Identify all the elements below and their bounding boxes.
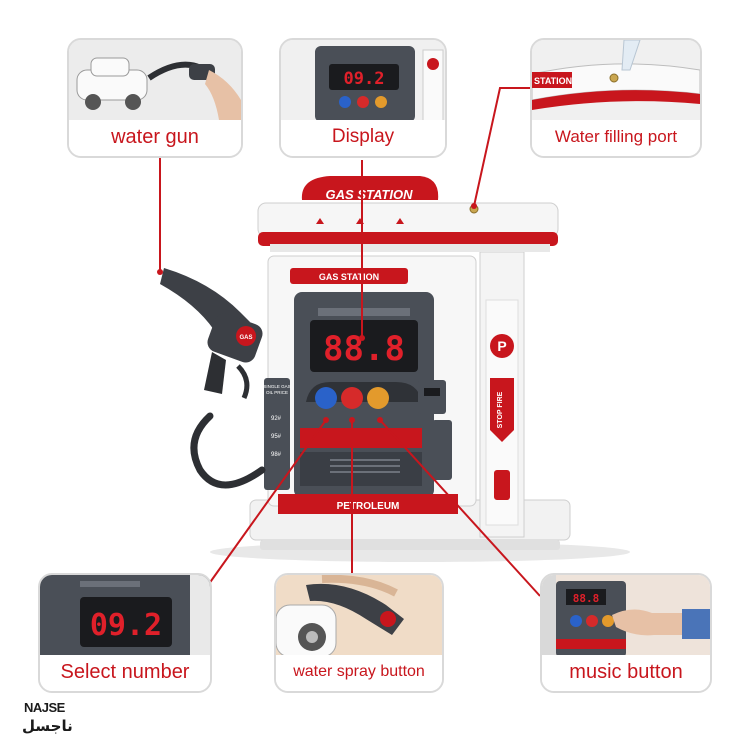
canopy-sign-text: GAS STATION: [326, 187, 414, 202]
grade-label-92: 92#: [271, 416, 282, 422]
pointer-dots: [157, 203, 477, 423]
canopy-sign: [301, 176, 439, 200]
side-panel-line-2: OIL PRICE: [266, 390, 288, 395]
callout-label-filling-port: Water filling port: [532, 120, 700, 156]
base-label-bar: [278, 494, 458, 514]
nozzle-badge: [236, 326, 256, 346]
music-photo-display: 88.8: [573, 592, 600, 605]
filling-port-sign-text: STATION: [534, 76, 572, 86]
nozzle-badge-text: GAS: [239, 335, 252, 341]
callout-spray-button: water spray button: [274, 573, 444, 693]
hose: [190, 412, 266, 489]
callout-display: 09.2 Display: [279, 38, 447, 158]
extinguisher-icon: [494, 470, 510, 500]
red-button[interactable]: [341, 387, 363, 409]
display-photo-value: 09.2: [344, 69, 385, 89]
side-panel-line-1: SINGLE GAS: [263, 384, 290, 389]
blue-button[interactable]: [315, 387, 337, 409]
callout-filling-port: STATION Water filling port: [530, 38, 702, 158]
callout-select-number: 09.2 Select number: [38, 573, 212, 693]
pump-body: GAS STATION 88.8 PETROLEUM SINGLE GAS OI…: [263, 255, 477, 514]
parking-sign: [490, 334, 514, 358]
main-display: [310, 320, 418, 372]
brand-logo: NAJSE ناجسل: [20, 700, 84, 746]
callout-label-water-gun: water gun: [69, 120, 241, 156]
spray-button-photo: [276, 575, 442, 657]
water-gun-photo: [69, 40, 241, 120]
callout-label-select-number: Select number: [40, 655, 210, 691]
base-label-text: PETROLEUM: [337, 501, 400, 512]
stop-fire-text: STOP FIRE: [497, 391, 504, 428]
logo-arabic: ناجسل: [22, 717, 73, 735]
main-display-value: 88.8: [323, 329, 405, 369]
callout-label-spray-button: water spray button: [276, 655, 442, 691]
logo-latin: NAJSE: [24, 700, 65, 715]
filling-port-photo: STATION: [532, 40, 700, 122]
orange-button[interactable]: [367, 387, 389, 409]
parking-letter: P: [497, 338, 506, 354]
canopy: GAS STATION: [257, 176, 559, 252]
callout-music-button: 88.8 music button: [540, 573, 712, 693]
grade-label-95: 95#: [271, 434, 282, 440]
stop-fire-shield: [490, 378, 514, 442]
right-pillar: P STOP FIRE: [479, 251, 525, 538]
side-panel: [264, 378, 290, 490]
pump-sign-text: GAS STATION: [319, 272, 379, 282]
display-photo: 09.2: [281, 40, 445, 122]
callout-label-music-button: music button: [542, 655, 710, 691]
select-number-value: 09.2: [90, 608, 162, 643]
callout-water-gun: water gun: [67, 38, 243, 158]
pump-sign: [290, 268, 408, 284]
pointer-lines: [159, 87, 541, 597]
grade-label-98: 98#: [271, 452, 282, 458]
select-number-photo: 09.2: [40, 575, 210, 657]
nozzle: GAS: [160, 268, 266, 489]
callout-label-display: Display: [281, 120, 445, 156]
music-button-photo: 88.8: [542, 575, 710, 657]
